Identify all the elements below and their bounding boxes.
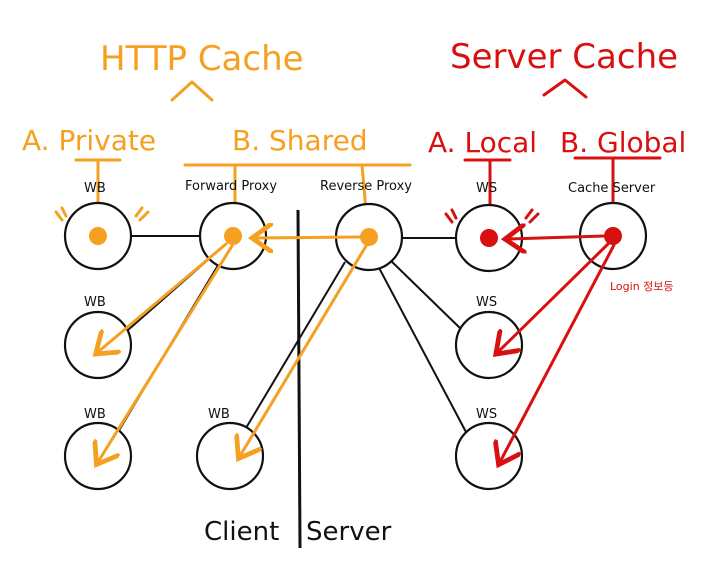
arrow-global-to-ws-bottom xyxy=(500,243,616,462)
local-label: A. Local xyxy=(428,126,537,159)
ws-mid-label: WS xyxy=(476,295,497,310)
shared-label: B. Shared xyxy=(232,124,368,157)
server-label: Server xyxy=(306,517,392,547)
http-cache-caret xyxy=(170,80,214,102)
sparkle-left-ws xyxy=(444,208,458,224)
local-cache-dot xyxy=(480,229,498,247)
wb-bottom-label: WB xyxy=(84,407,106,422)
client-server-divider xyxy=(296,209,302,549)
private-label: A. Private xyxy=(22,124,156,157)
wb-top-label: WB xyxy=(84,181,106,196)
wb-bottom-node xyxy=(63,421,133,491)
forward-proxy-label: Forward Proxy xyxy=(185,179,277,194)
arrow-global-to-ws-mid xyxy=(498,242,610,352)
sparkle-left-wb xyxy=(54,206,68,222)
reverse-cache-dot xyxy=(360,228,378,246)
ws-mid-node xyxy=(454,310,524,380)
ws-bottom-node xyxy=(454,421,524,491)
wb-mid-node xyxy=(63,310,133,380)
server-cache-caret xyxy=(542,78,588,99)
forward-cache-dot xyxy=(224,227,242,245)
cache-server-label: Cache Server xyxy=(568,181,656,196)
global-label: B. Global xyxy=(560,126,686,159)
arrow-forward-to-wb-bottom xyxy=(98,244,234,462)
global-cache-dot xyxy=(604,227,622,245)
wb-bottom-center-label: WB xyxy=(208,407,230,422)
server-cache-title: Server Cache xyxy=(450,37,678,77)
link-reverse-wb-center xyxy=(245,261,346,429)
login-info-note: Login 정보등 xyxy=(610,280,674,293)
arrow-reverse-to-wb-center xyxy=(240,244,368,456)
wb-mid-label: WB xyxy=(84,295,106,310)
sparkle-right-ws xyxy=(524,208,540,224)
private-cache-dot xyxy=(89,227,107,245)
http-cache-title: HTTP Cache xyxy=(100,39,304,79)
sparkle-right-wb xyxy=(134,206,150,222)
link-reverse-ws-mid xyxy=(387,257,463,331)
ws-top-label: WS xyxy=(476,181,497,196)
reverse-proxy-label: Reverse Proxy xyxy=(320,179,412,194)
link-reverse-ws-bottom xyxy=(377,265,467,433)
arrow-reverse-to-forward xyxy=(255,237,362,238)
ws-bottom-label: WS xyxy=(476,407,497,422)
arrow-global-to-local xyxy=(508,236,606,239)
arrow-forward-to-wb-mid xyxy=(98,242,228,352)
client-label: Client xyxy=(204,517,279,547)
